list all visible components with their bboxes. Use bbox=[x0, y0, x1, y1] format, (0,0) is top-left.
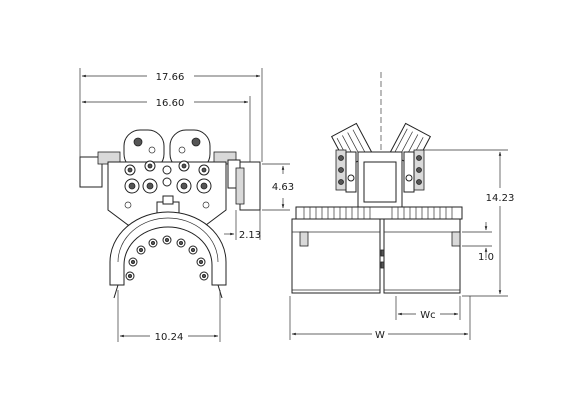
dim-overall-width: 17.66 bbox=[156, 72, 185, 83]
side-view bbox=[291, 72, 463, 294]
dim-height-total: 14.23 bbox=[486, 193, 515, 204]
dim-arc-width: 10.24 bbox=[155, 332, 184, 343]
dim-inner-width: 16.60 bbox=[156, 98, 185, 109]
left-housing bbox=[291, 218, 381, 294]
dim-height-side: 4.63 bbox=[272, 182, 294, 193]
dim-width-total: W bbox=[375, 330, 385, 341]
side-dimensions: 14.23 1.0 Wc W bbox=[289, 149, 515, 341]
brush-contacts bbox=[125, 235, 209, 281]
fin-bar bbox=[295, 206, 463, 220]
right-housing bbox=[383, 218, 461, 294]
front-dimensions: 17.66 16.60 4.63 2.13 10.24 bbox=[79, 68, 294, 343]
front-view bbox=[79, 129, 261, 299]
fins bbox=[303, 207, 453, 219]
arc-collector bbox=[109, 211, 227, 286]
dim-offset: 2.13 bbox=[239, 230, 261, 241]
dim-width-collector: Wc bbox=[420, 310, 435, 321]
dim-gap: 1.0 bbox=[478, 252, 494, 263]
left-side-bracket bbox=[79, 156, 103, 188]
